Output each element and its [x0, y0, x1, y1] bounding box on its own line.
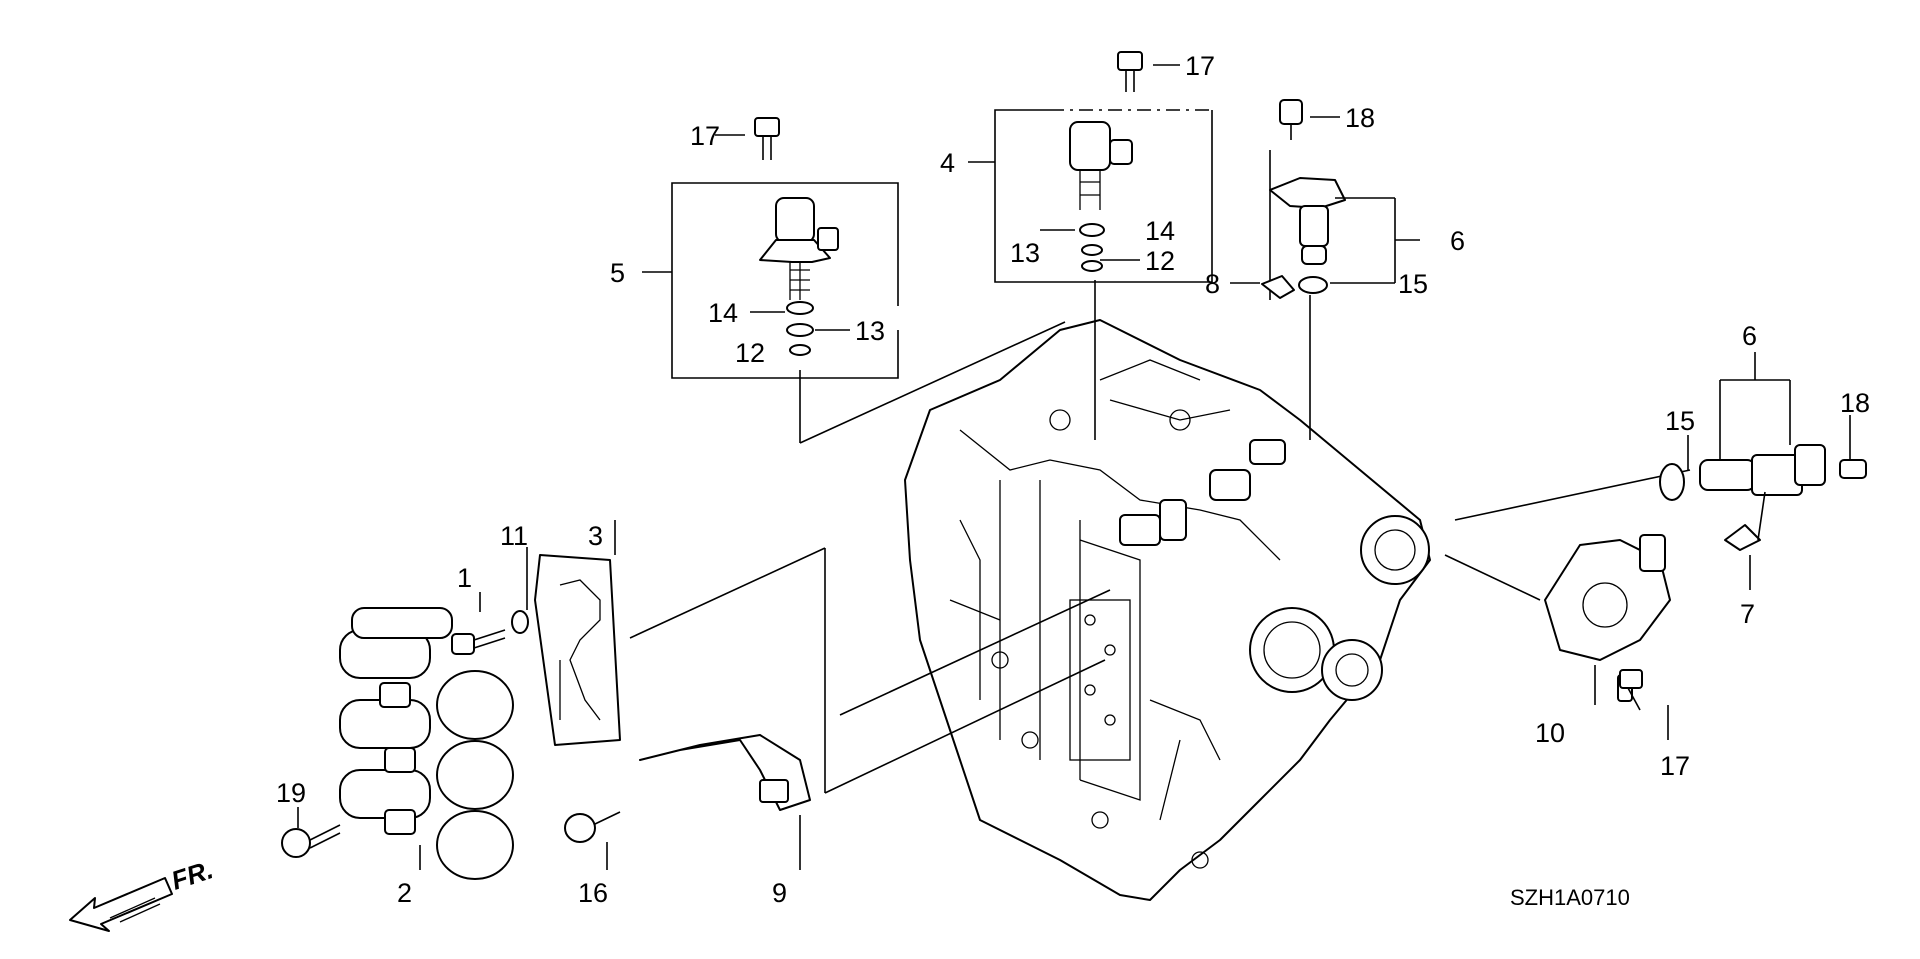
- callout-14-group4: 14: [1145, 216, 1175, 246]
- callout-leaders: [297, 64, 1851, 870]
- callout-9: 9: [772, 878, 787, 908]
- callout-12-group4: 12: [1145, 246, 1175, 276]
- callout-15-right: 15: [1665, 406, 1695, 436]
- callout-12-group5: 12: [735, 338, 765, 368]
- shift-solenoid-4: [1069, 121, 1133, 272]
- callout-1: 1: [457, 563, 472, 593]
- callout-4: 4: [940, 148, 955, 178]
- callout-15-top: 15: [1398, 269, 1428, 299]
- callout-8: 8: [1205, 269, 1220, 299]
- callout-19: 19: [276, 778, 306, 808]
- callout-5: 5: [610, 258, 625, 288]
- transmission-case: [904, 319, 1431, 901]
- callout-18-right: 18: [1840, 388, 1870, 418]
- bracket-9: [564, 734, 811, 843]
- callout-2: 2: [397, 878, 412, 908]
- bolt-19: [281, 824, 341, 858]
- callout-11: 11: [500, 521, 528, 551]
- callout-16: 16: [578, 878, 608, 908]
- callout-numbers: 17 17 17 18 18 4 5 6 6 7 8 14 13 12 14 1…: [276, 51, 1870, 910]
- callout-3: 3: [588, 521, 603, 551]
- bolt-17-left: [754, 117, 780, 160]
- speed-sensor-top: [1261, 99, 1346, 299]
- bolt-1: [451, 610, 529, 655]
- callout-13-group4: 13: [1010, 238, 1040, 268]
- callout-6-right: 6: [1742, 321, 1757, 351]
- front-arrow: FR.: [69, 854, 217, 932]
- group-4-bracket: [968, 109, 1213, 283]
- callout-17-right: 17: [1660, 751, 1690, 781]
- callout-13-group5: 13: [855, 316, 885, 346]
- bolt-17-right: [1619, 669, 1643, 711]
- separator-plate-3: [534, 554, 621, 746]
- callout-17-left: 17: [690, 121, 720, 151]
- group-5-bracket: [642, 182, 899, 379]
- shift-solenoid-5: [759, 197, 839, 356]
- bolt-17-top: [1117, 51, 1143, 92]
- leader-lines: [629, 150, 1691, 794]
- callout-6-top: 6: [1450, 226, 1465, 256]
- callout-7: 7: [1740, 599, 1755, 629]
- callout-10: 10: [1535, 718, 1565, 748]
- pressure-sensor-10: [1544, 534, 1671, 702]
- solenoid-pack-2: [339, 607, 514, 880]
- callout-14-group5: 14: [708, 298, 738, 328]
- callout-18-top: 18: [1345, 103, 1375, 133]
- speed-sensor-right: [1659, 444, 1867, 551]
- front-direction-label: FR.: [168, 854, 217, 895]
- reference-code: SZH1A0710: [1510, 885, 1630, 910]
- callout-17-top: 17: [1185, 51, 1215, 81]
